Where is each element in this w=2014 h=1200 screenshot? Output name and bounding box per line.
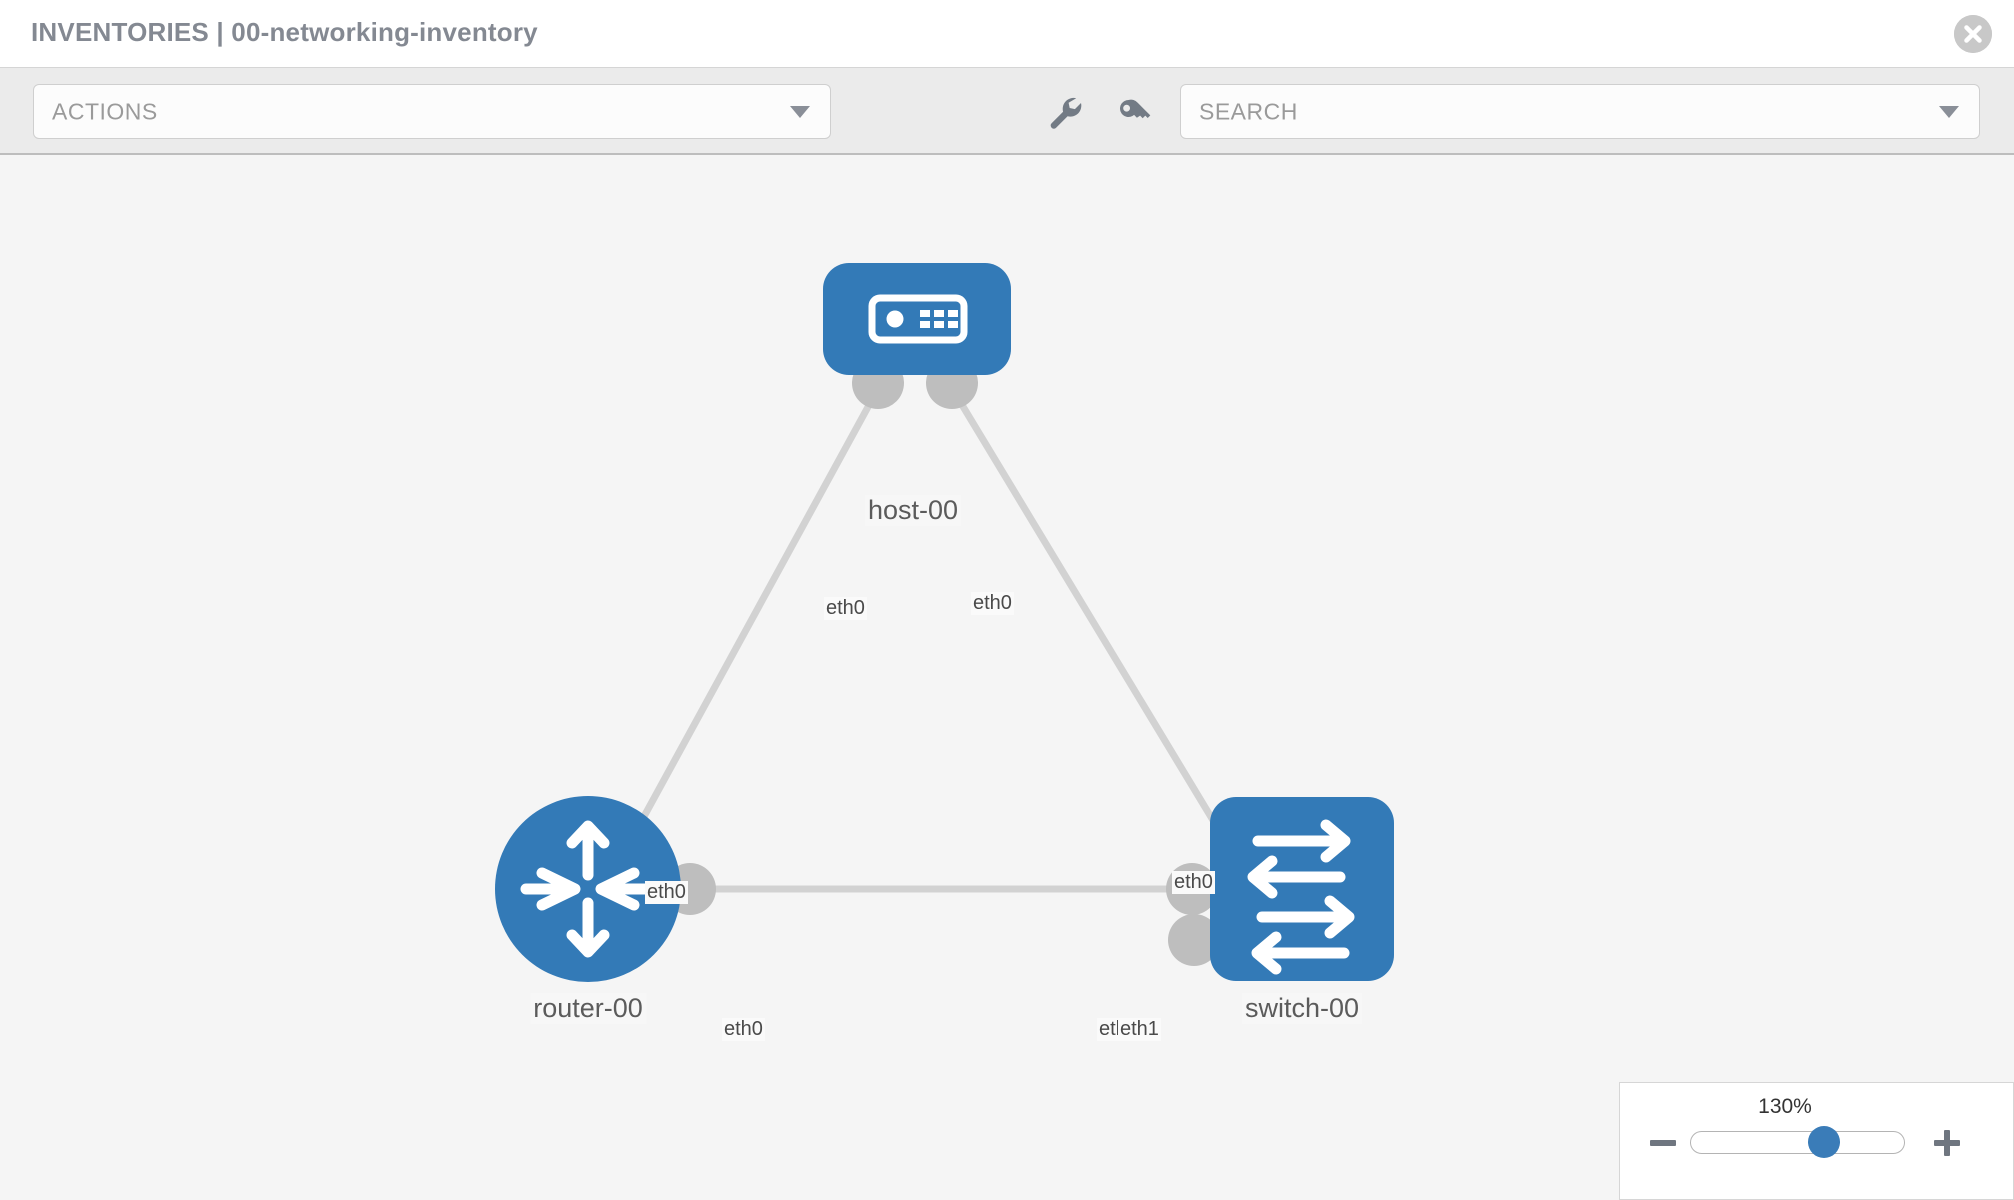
- switch-arrows-icon: [1247, 819, 1355, 975]
- plus-icon-vertical: [1944, 1130, 1950, 1156]
- zoom-in-button[interactable]: [1932, 1127, 1964, 1159]
- close-icon[interactable]: [1954, 15, 1992, 53]
- search-placeholder: SEARCH: [1199, 98, 1298, 124]
- node-label-host-00: host-00: [864, 495, 962, 526]
- node-switch-00[interactable]: [1210, 797, 1394, 981]
- connector-dot: [1168, 914, 1220, 966]
- actions-dropdown[interactable]: ACTIONS: [33, 84, 831, 139]
- page-title: INVENTORIES | 00-networking-inventory: [31, 17, 538, 47]
- zoom-control-panel: 130%: [1619, 1082, 2014, 1200]
- interface-label-switch00-eth1: eth1: [1118, 1018, 1161, 1041]
- topology-canvas[interactable]: host-00 router-00 switch-00 eth0 eth0 et…: [0, 155, 2014, 1200]
- chevron-down-icon: [1939, 105, 1959, 118]
- interface-label-router00-eth0: eth0: [722, 1018, 765, 1041]
- zoom-percent-label: 130%: [1758, 1095, 1812, 1118]
- zoom-slider[interactable]: [1690, 1126, 1905, 1158]
- interface-label-host00-right: eth0: [971, 592, 1014, 615]
- node-label-switch-00: switch-00: [1241, 993, 1363, 1024]
- interface-label-switch00-uplink: eth0: [1172, 871, 1215, 894]
- node-router-00[interactable]: [495, 796, 681, 982]
- server-device-icon: [868, 294, 968, 344]
- node-label-router-00: router-00: [530, 993, 646, 1024]
- link-host00-switch00: [947, 383, 1243, 867]
- interface-label-router00-uplink: eth0: [645, 881, 688, 904]
- zoom-slider-thumb[interactable]: [1808, 1126, 1841, 1158]
- zoom-out-button[interactable]: [1648, 1127, 1680, 1159]
- page-header: INVENTORIES | 00-networking-inventory: [0, 0, 2014, 68]
- topology-graph: [495, 263, 1394, 982]
- key-icon[interactable]: [1115, 94, 1155, 130]
- router-arrows-icon: [520, 820, 656, 958]
- toolbar: ACTIONS SEARCH: [0, 68, 2014, 155]
- actions-dropdown-label: ACTIONS: [52, 98, 158, 124]
- node-host-00[interactable]: [823, 263, 1011, 375]
- chevron-down-icon: [790, 105, 810, 118]
- search-input[interactable]: SEARCH: [1180, 84, 1980, 139]
- interface-label-host00-left: eth0: [824, 597, 867, 620]
- topology-links: [608, 383, 1250, 893]
- minus-icon: [1650, 1140, 1676, 1146]
- wrench-icon[interactable]: [1046, 94, 1086, 130]
- link-host00-router00: [608, 383, 884, 877]
